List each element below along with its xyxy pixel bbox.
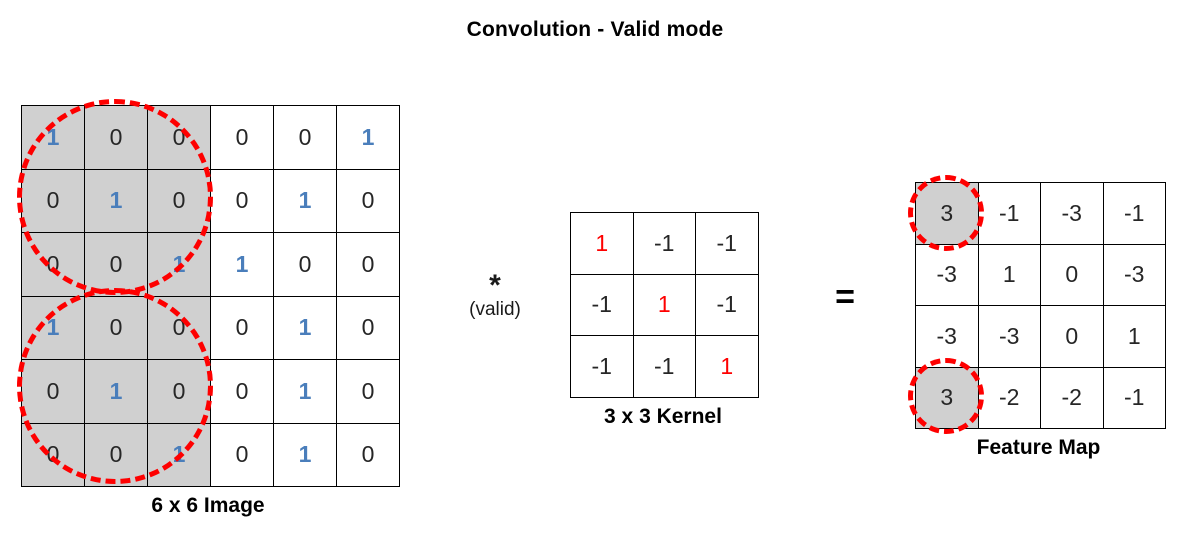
image-cell-3-1: 0 bbox=[84, 295, 148, 360]
image-cell-5-0: 0 bbox=[21, 422, 85, 487]
kernel-cell-0-0: 1 bbox=[570, 212, 634, 275]
image-cell-5-2: 1 bbox=[147, 422, 211, 487]
feature-map-cell-0-1: -1 bbox=[977, 182, 1041, 245]
kernel-cell-2-1: -1 bbox=[632, 335, 696, 398]
kernel-cell-0-2: -1 bbox=[695, 212, 759, 275]
matrix-row: 3-1-3-1 bbox=[915, 182, 1166, 245]
matrix-row: 3-2-2-1 bbox=[915, 366, 1166, 429]
feature-map-caption: Feature Map bbox=[976, 436, 1101, 459]
image-cell-1-4: 1 bbox=[273, 168, 337, 233]
feature-map-cell-2-2: 0 bbox=[1040, 305, 1104, 368]
feature-map-cell-3-3: -1 bbox=[1102, 366, 1166, 429]
image-cell-4-4: 1 bbox=[273, 359, 337, 424]
kernel-cell-2-2: 1 bbox=[695, 335, 759, 398]
image-cell-5-5: 0 bbox=[336, 422, 400, 487]
kernel-cell-1-1: 1 bbox=[632, 273, 696, 336]
image-cell-3-2: 0 bbox=[147, 295, 211, 360]
image-cell-3-4: 1 bbox=[273, 295, 337, 360]
image-cell-4-5: 0 bbox=[336, 359, 400, 424]
image-cell-2-5: 0 bbox=[336, 232, 400, 297]
kernel-cell-2-0: -1 bbox=[570, 335, 634, 398]
convolution-mode-label: (valid) bbox=[469, 299, 521, 320]
feature-map-cell-1-0: -3 bbox=[915, 243, 979, 306]
feature-map-cell-3-1: -2 bbox=[977, 366, 1041, 429]
image-cell-2-4: 0 bbox=[273, 232, 337, 297]
image-cell-2-3: 1 bbox=[210, 232, 274, 297]
image-cell-5-1: 0 bbox=[84, 422, 148, 487]
feature-map-cell-1-1: 1 bbox=[977, 243, 1041, 306]
image-cell-1-0: 0 bbox=[21, 168, 85, 233]
image-cell-1-2: 0 bbox=[147, 168, 211, 233]
image-cell-0-4: 0 bbox=[273, 105, 337, 170]
feature-map-cell-2-1: -3 bbox=[977, 305, 1041, 368]
feature-map-cell-1-2: 0 bbox=[1040, 243, 1104, 306]
feature-map-cell-2-0: -3 bbox=[915, 305, 979, 368]
kernel-matrix-caption: 3 x 3 Kernel bbox=[604, 405, 722, 428]
image-cell-2-1: 0 bbox=[84, 232, 148, 297]
image-cell-1-3: 0 bbox=[210, 168, 274, 233]
image-cell-4-1: 1 bbox=[84, 359, 148, 424]
image-cell-3-3: 0 bbox=[210, 295, 274, 360]
image-cell-4-3: 0 bbox=[210, 359, 274, 424]
feature-map-cell-0-3: -1 bbox=[1102, 182, 1166, 245]
image-cell-3-0: 1 bbox=[21, 295, 85, 360]
feature-map-cell-0-0: 3 bbox=[915, 182, 979, 245]
feature-map-cell-3-0: 3 bbox=[915, 366, 979, 429]
image-cell-1-5: 0 bbox=[336, 168, 400, 233]
image-cell-5-4: 1 bbox=[273, 422, 337, 487]
feature-map-cell-1-3: -3 bbox=[1102, 243, 1166, 306]
image-cell-4-0: 0 bbox=[21, 359, 85, 424]
image-cell-0-1: 0 bbox=[84, 105, 148, 170]
page-title: Convolution - Valid mode bbox=[466, 18, 724, 41]
image-cell-3-5: 0 bbox=[336, 295, 400, 360]
feature-map-cell-2-3: 1 bbox=[1102, 305, 1166, 368]
image-cell-0-5: 1 bbox=[336, 105, 400, 170]
image-cell-5-3: 0 bbox=[210, 422, 274, 487]
image-cell-2-2: 1 bbox=[147, 232, 211, 297]
image-cell-0-3: 0 bbox=[210, 105, 274, 170]
image-cell-0-2: 0 bbox=[147, 105, 211, 170]
kernel-cell-1-0: -1 bbox=[570, 273, 634, 336]
image-cell-0-0: 1 bbox=[21, 105, 85, 170]
equals-operator: = bbox=[835, 278, 855, 316]
feature-map-cell-0-2: -3 bbox=[1040, 182, 1104, 245]
image-matrix-caption: 6 x 6 Image bbox=[151, 494, 265, 517]
feature-map-cell-3-2: -2 bbox=[1040, 366, 1104, 429]
asterisk-icon: * bbox=[489, 269, 501, 302]
image-cell-1-1: 1 bbox=[84, 168, 148, 233]
image-cell-4-2: 0 bbox=[147, 359, 211, 424]
convolution-operator: * (valid) bbox=[432, 269, 558, 323]
image-cell-2-0: 0 bbox=[21, 232, 85, 297]
matrix-row: 1-1-1 bbox=[570, 212, 759, 275]
kernel-cell-1-2: -1 bbox=[695, 273, 759, 336]
kernel-cell-0-1: -1 bbox=[632, 212, 696, 275]
